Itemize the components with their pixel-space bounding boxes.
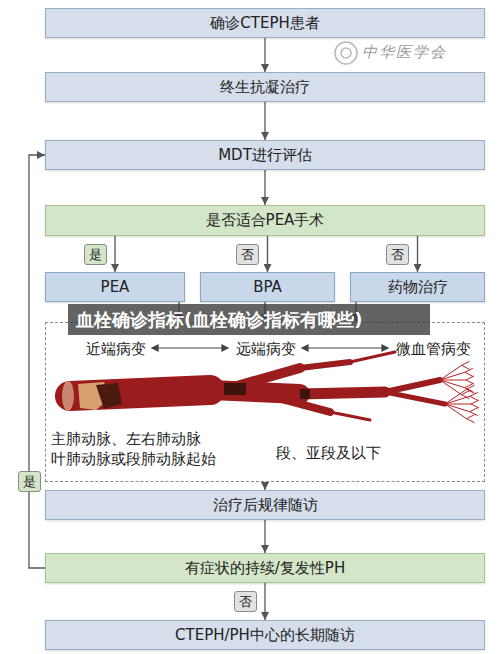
- box-text: 终生抗凝治疗: [220, 78, 310, 97]
- flow-arrow: [264, 520, 265, 553]
- flow-arrow: [264, 170, 265, 205]
- box-text: MDT进行评估: [218, 146, 312, 165]
- thrombus: [62, 381, 310, 411]
- flow-arrow: [29, 155, 45, 568]
- lesion-panel: 近端病变 远端病变 微血管病变主肺动脉、左右肺动脉 叶肺动脉或段肺动脉起始 段、亚段及…: [45, 322, 485, 482]
- edge-label: 否: [234, 591, 257, 612]
- process-box: 确诊CTEPH患者: [45, 8, 485, 38]
- option-box: BPA: [200, 272, 335, 302]
- decision-box: 有症状的持续/复发性PH: [45, 553, 485, 583]
- flow-arrow: [267, 236, 268, 272]
- box-text: BPA: [253, 278, 282, 297]
- box-text: CTEPH/PH中心的长期随访: [175, 626, 355, 645]
- box-text: 治疗后规律随访: [213, 496, 318, 515]
- edge-label: 是: [84, 244, 107, 265]
- edge-label: 是: [18, 471, 41, 492]
- pulmonary-vessel: [70, 352, 445, 420]
- watermark-logo: [335, 42, 357, 64]
- process-box: 终生抗凝治疗: [45, 72, 485, 102]
- box-text: PEA: [101, 278, 130, 297]
- flow-arrow: [264, 38, 265, 72]
- process-box: CTEPH/PH中心的长期随访: [45, 620, 485, 650]
- flow-arrow: [264, 482, 265, 490]
- process-box: 治疗后规律随访: [45, 490, 485, 520]
- flow-arrow: [264, 583, 265, 620]
- overlay-banner: 血栓确诊指标(血栓确诊指标有哪些): [68, 304, 430, 335]
- flow-arrow: [417, 236, 418, 272]
- process-box: MDT进行评估: [45, 140, 485, 170]
- segment-note: 段、亚段及以下: [276, 443, 381, 463]
- box-text: 是否适合PEA手术: [206, 211, 325, 230]
- edge-label: 否: [236, 244, 259, 265]
- flow-arrow: [114, 236, 115, 272]
- box-text: 有症状的持续/复发性PH: [185, 559, 345, 578]
- watermark: 中华医学会: [362, 43, 447, 62]
- lesion-label: 微血管病变: [396, 339, 471, 359]
- lesion-label: 近端病变: [86, 339, 146, 359]
- decision-box: 是否适合PEA手术: [45, 205, 485, 236]
- segment-note: 主肺动脉、左右肺动脉 叶肺动脉或段肺动脉起始: [51, 429, 219, 470]
- lesion-label: 远端病变: [236, 339, 296, 359]
- box-text: 药物治疗: [388, 278, 448, 297]
- box-text: 确诊CTEPH患者: [210, 14, 319, 33]
- edge-label: 否: [386, 244, 409, 265]
- microvessels: [440, 361, 479, 422]
- option-box: 药物治疗: [350, 272, 485, 302]
- flow-arrow: [264, 102, 265, 140]
- option-box: PEA: [45, 272, 185, 302]
